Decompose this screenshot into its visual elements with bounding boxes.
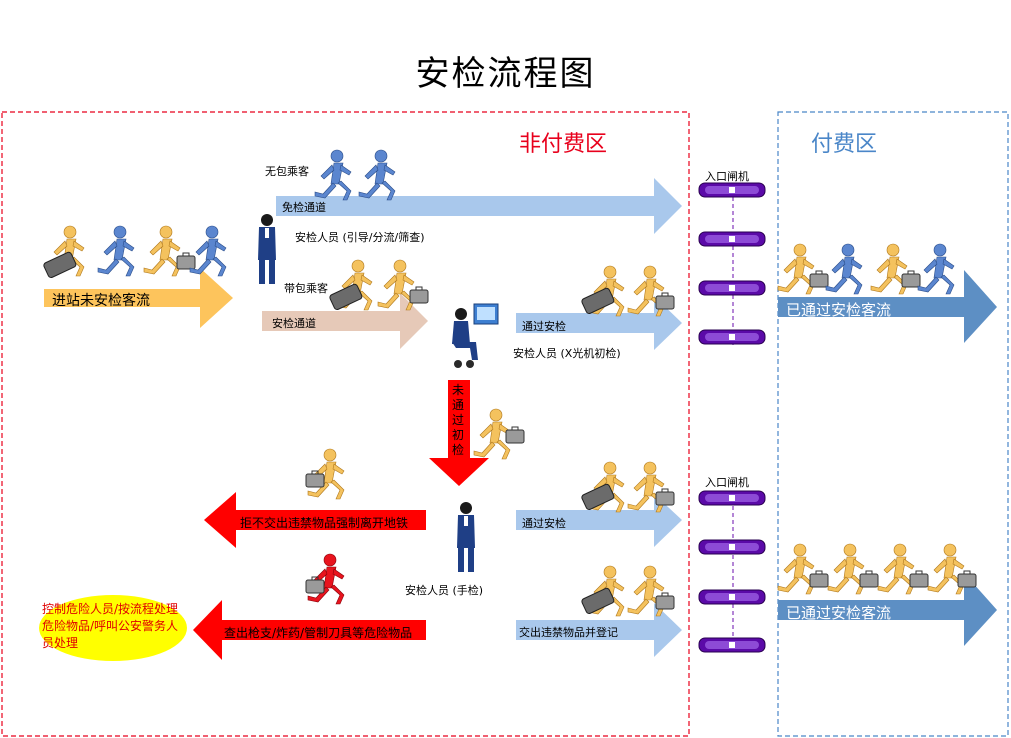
blue-runner-icon — [825, 243, 863, 295]
paid-zone-label: 付费区 — [811, 132, 878, 157]
suitcase-icon — [655, 488, 675, 506]
orange-runner-icon — [473, 408, 511, 460]
xray-staff-label: 安检人员 (X光机初检) — [513, 347, 621, 360]
pass-arrow-2 — [516, 494, 682, 547]
pass-label-2: 通过安检 — [522, 517, 566, 530]
orange-runner-icon — [143, 225, 181, 277]
control-label: 控制危险人员/按流程处理危险物品/呼叫公安警务人员处理 — [42, 602, 179, 650]
security-channel-arrow — [262, 293, 428, 349]
gate-icon — [698, 637, 766, 653]
blue-runner-icon — [97, 225, 135, 277]
non-paid-zone-label: 非付费区 — [519, 132, 608, 157]
gate-icon — [698, 539, 766, 555]
orange-runner-icon — [827, 543, 865, 595]
blue-runner-icon — [189, 225, 227, 277]
blue-runner-icon — [917, 243, 955, 295]
trolley-icon — [42, 250, 78, 280]
red-runner-icon — [307, 553, 345, 605]
orange-runner-icon — [870, 243, 908, 295]
exempt-channel-arrow — [276, 178, 682, 234]
blue-runner-icon — [314, 149, 352, 201]
gate-label-2: 入口闸机 — [705, 476, 749, 489]
refuse-label: 拒不交出违禁物品强制离开地铁 — [240, 516, 409, 530]
security-channel-label: 安检通道 — [272, 317, 316, 330]
gate-icon — [698, 589, 766, 605]
gate-label-1: 入口闸机 — [705, 170, 749, 183]
passed-flow-arrow-2 — [778, 573, 997, 646]
surrender-label: 交出违禁物品并登记 — [519, 626, 618, 639]
suitcase-icon — [176, 252, 196, 270]
control-ellipse — [39, 595, 187, 661]
page-title: 安检流程图 — [415, 54, 596, 94]
entering-flow-arrow — [44, 268, 233, 328]
passed-flow-label-1: 已通过安检客流 — [786, 301, 892, 319]
guide-staff-label: 安检人员 (引导/分流/筛查) — [295, 231, 425, 244]
suitcase-icon — [505, 426, 525, 444]
orange-runner-icon — [777, 243, 815, 295]
orange-runner-icon — [777, 543, 815, 595]
suitcase-icon — [409, 286, 429, 304]
guide-officer-icon — [258, 214, 276, 284]
orange-runner-icon — [877, 543, 915, 595]
gate-icon — [698, 490, 766, 506]
surrender-arrow — [516, 603, 682, 657]
fail-initial-label: 未通过初检 — [451, 383, 464, 457]
suitcase-icon — [655, 592, 675, 610]
gate-icon — [698, 231, 766, 247]
suitcase-icon — [909, 570, 929, 588]
found-danger-label: 查出枪支/炸药/管制刀具等危险物品 — [224, 626, 413, 640]
suitcase-icon — [655, 292, 675, 310]
no-bag-label: 无包乘客 — [265, 165, 309, 178]
gate-icon — [698, 329, 766, 345]
suitcase-icon — [957, 570, 977, 588]
blue-runner-icon — [358, 149, 396, 201]
hand-staff-label: 安检人员 (手检) — [405, 584, 484, 597]
with-bag-label: 带包乘客 — [284, 282, 328, 295]
pass-arrow-1 — [516, 296, 682, 350]
suitcase-icon — [859, 570, 879, 588]
entering-flow-label: 进站未安检客流 — [52, 293, 150, 309]
hand-check-officer-icon — [457, 502, 475, 572]
gate-icon — [698, 280, 766, 296]
found-danger-arrow — [193, 600, 426, 660]
pass-label-1: 通过安检 — [522, 320, 566, 333]
passed-flow-label-2: 已通过安检客流 — [786, 604, 892, 622]
refuse-arrow — [204, 492, 426, 548]
exempt-channel-label: 免检通道 — [282, 201, 326, 214]
suitcase-icon — [901, 270, 921, 288]
passed-flow-arrow-1 — [778, 270, 997, 343]
gate-icon — [698, 182, 766, 198]
xray-officer-icon — [452, 303, 499, 368]
suitcase-icon — [809, 270, 829, 288]
fail-initial-arrow — [429, 380, 489, 486]
suitcase-icon — [809, 570, 829, 588]
paid-zone-border — [777, 111, 1009, 737]
